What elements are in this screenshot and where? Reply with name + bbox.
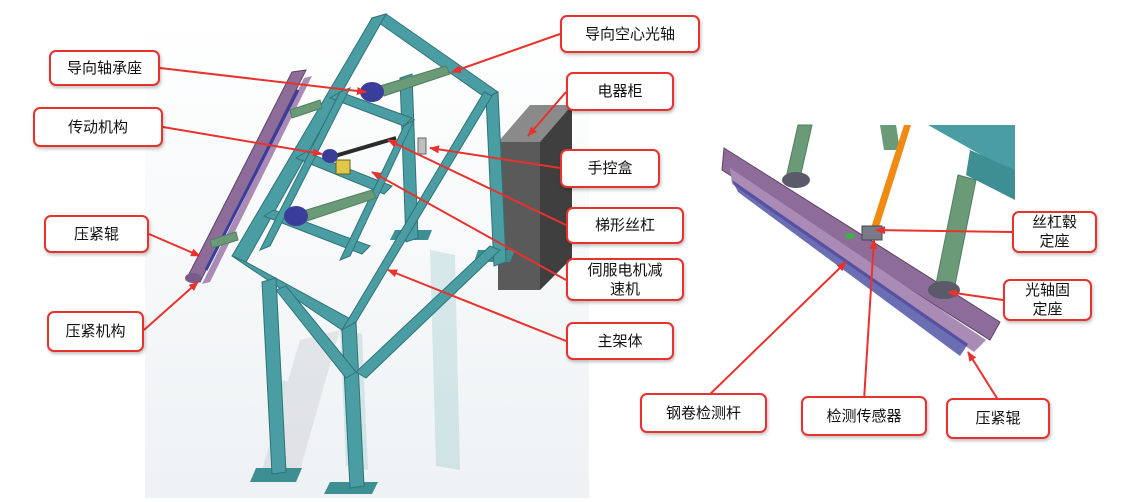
leader-pressing-roller [148, 233, 201, 257]
label-text: 压紧机构 [65, 322, 126, 340]
label-servo-reducer: 伺服电机减 速机 [566, 258, 684, 301]
leader-detection-sensor [863, 239, 878, 401]
label-electrical-cabinet: 电器柜 [566, 72, 674, 111]
pressing-mechanism-shape [185, 69, 312, 284]
leader-main-frame [387, 269, 567, 342]
leader-transmission [162, 126, 323, 157]
label-text: 检测传感器 [826, 406, 902, 425]
leader-electrical-cabinet [527, 91, 567, 137]
label-guide-bearing-seat: 导向轴承座 [49, 50, 160, 86]
leader-screw-hub-seat [875, 226, 1013, 235]
pressing-roller-end [185, 273, 201, 283]
label-text: 钢卷检测杆 [665, 403, 741, 422]
leader-pressing-mechanism [143, 281, 199, 331]
leader-shaft-fixing-seat [947, 289, 1004, 301]
label-text: 压紧辊 [975, 409, 1021, 427]
label-pressing-roller-right: 压紧辊 [946, 398, 1050, 439]
leader-coil-detection-rod [703, 261, 847, 401]
label-text: 手控盒 [587, 159, 633, 177]
label-text: 压紧辊 [73, 224, 119, 243]
leader-trapezoid-screw [387, 139, 567, 226]
leader-lines [143, 33, 1013, 404]
label-screw-hub-seat: 丝杠毂 定座 [1012, 211, 1097, 253]
label-text: 丝杠毂 定座 [1031, 213, 1077, 250]
label-hand-control-box: 手控盒 [560, 149, 660, 188]
label-detection-sensor: 检测传感器 [801, 396, 927, 436]
screw-and-servo [322, 136, 427, 175]
right-figure [706, 124, 1015, 363]
leader-guide-hollow-shaft [451, 33, 561, 73]
electrical-cabinet-shape [498, 105, 572, 290]
label-text: 光轴固 定座 [1024, 281, 1070, 318]
label-transmission: 传动机构 [33, 107, 163, 147]
label-pressing-mechanism: 压紧机构 [47, 311, 144, 352]
leader-pressing-roller-right [967, 351, 1001, 404]
label-text: 主架体 [597, 331, 643, 350]
leader-servo-reducer [371, 171, 567, 281]
label-trapezoid-screw: 梯形丝杠 [566, 207, 684, 244]
label-main-frame: 主架体 [566, 322, 674, 360]
label-text: 电器柜 [597, 82, 643, 100]
label-shaft-fixing-seat: 光轴固 定座 [1003, 279, 1092, 321]
leader-hand-control-box [429, 145, 561, 169]
left-figure [145, 13, 589, 498]
label-text: 传动机构 [67, 117, 128, 136]
label-pressing-roller: 压紧辊 [44, 215, 149, 253]
label-text: 导向空心光轴 [584, 24, 675, 43]
label-text: 梯形丝杠 [594, 216, 655, 234]
label-text: 导向轴承座 [66, 58, 142, 77]
label-text: 伺服电机减 速机 [587, 260, 663, 298]
leader-guide-bearing-seat [159, 67, 367, 95]
label-guide-hollow-shaft: 导向空心光轴 [560, 15, 700, 53]
label-coil-detection-rod: 钢卷检测杆 [640, 393, 767, 433]
guide-shafts [209, 65, 451, 249]
